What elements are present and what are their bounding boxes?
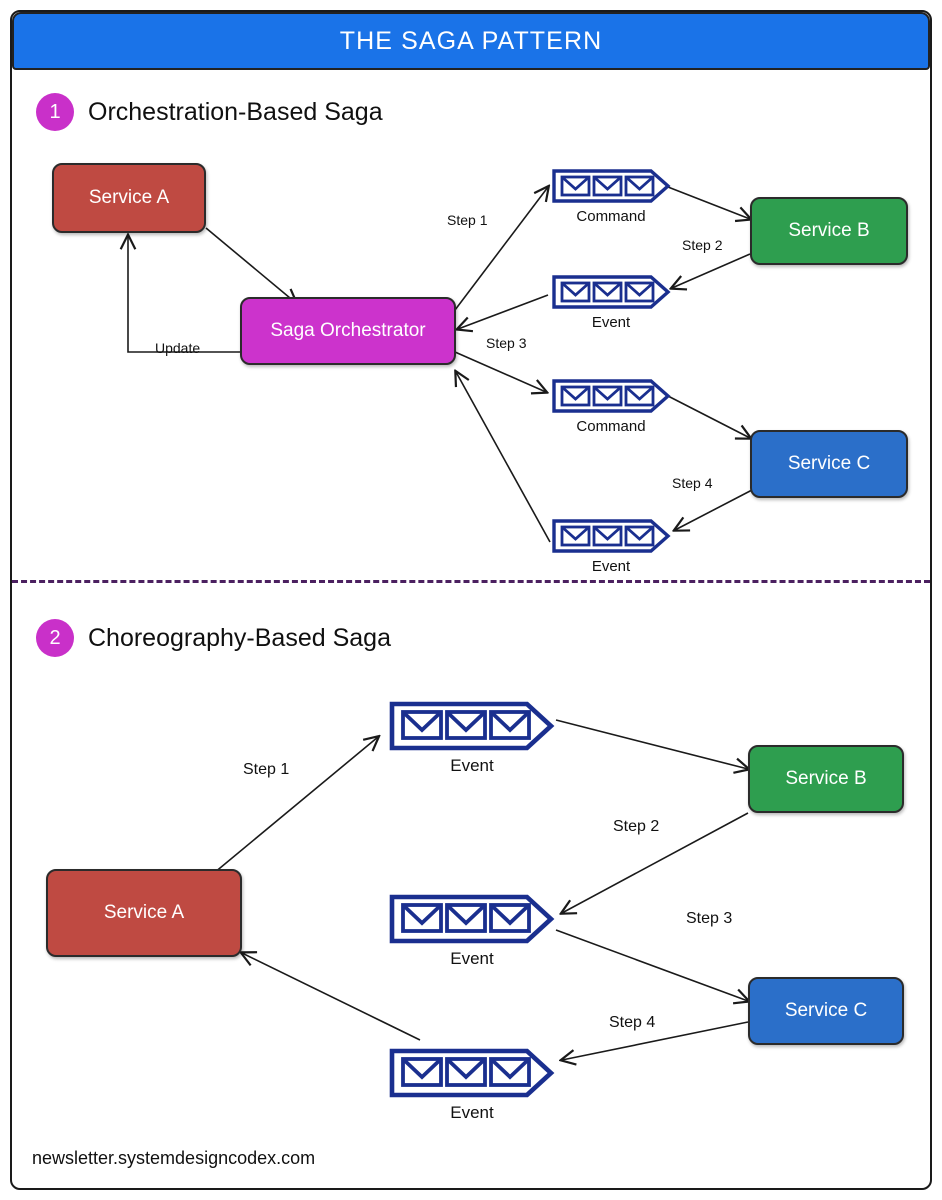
section-heading-orchestration: 1 Orchestration-Based Saga [36, 93, 383, 131]
node-label: Service C [787, 453, 871, 474]
section-number-badge-2: 2 [36, 619, 74, 657]
section-title-orchestration: Orchestration-Based Saga [88, 97, 383, 126]
edge-label-step-3: Step 3 [486, 335, 527, 351]
page-title: THE SAGA PATTERN [339, 26, 603, 55]
envelope-group-icon [552, 519, 671, 553]
message-label: Command [576, 208, 646, 225]
message-label: Event [450, 1103, 494, 1122]
node-service-b-choreography[interactable]: Service B [748, 745, 904, 813]
node-service-a-orchestration[interactable]: Service A [52, 163, 206, 233]
edge-label-step-2: Step 2 [682, 237, 723, 253]
message-command-2[interactable]: Command [551, 376, 671, 435]
node-label: Service A [103, 902, 185, 923]
message-event-choreography-3[interactable]: Event [388, 1045, 556, 1123]
section-number-badge-1: 1 [36, 93, 74, 131]
edge-label-choreography-step-4: Step 4 [609, 1014, 656, 1031]
envelope-group-icon [552, 169, 671, 203]
envelope-group-icon [389, 894, 555, 944]
edge-label-step-1: Step 1 [447, 212, 488, 228]
message-command-1[interactable]: Command [551, 166, 671, 225]
node-saga-orchestrator[interactable]: Saga Orchestrator [240, 297, 456, 365]
message-event-choreography-1[interactable]: Event [388, 698, 556, 776]
message-label: Event [450, 756, 494, 775]
footer-link[interactable]: newsletter.systemdesigncodex.com [32, 1148, 316, 1168]
message-label: Event [591, 314, 631, 331]
node-service-b-orchestration[interactable]: Service B [750, 197, 908, 265]
message-label: Command [576, 418, 646, 435]
header-bar: THE SAGA PATTERN [12, 12, 930, 70]
message-event-choreography-2[interactable]: Event [388, 891, 556, 969]
envelope-group-icon [389, 701, 555, 751]
edge-label-choreography-step-3: Step 3 [686, 910, 733, 927]
edge-label-step-4: Step 4 [672, 475, 713, 491]
node-label: Service A [88, 187, 170, 208]
section-divider [12, 580, 930, 583]
node-label: Service B [788, 220, 870, 241]
message-event-2[interactable]: Event [551, 516, 671, 575]
message-label: Event [450, 949, 494, 968]
edge-label-update: Update [155, 340, 201, 356]
node-service-c-choreography[interactable]: Service C [748, 977, 904, 1045]
message-event-1[interactable]: Event [551, 272, 671, 331]
node-label: Service B [785, 768, 867, 789]
section-title-choreography: Choreography-Based Saga [88, 623, 391, 652]
envelope-group-icon [552, 275, 671, 309]
section-heading-choreography: 2 Choreography-Based Saga [36, 619, 391, 657]
node-service-c-orchestration[interactable]: Service C [750, 430, 908, 498]
envelope-group-icon [552, 379, 671, 413]
envelope-group-icon [389, 1048, 555, 1098]
edge-label-choreography-step-1: Step 1 [243, 761, 290, 778]
node-label: Service C [784, 1000, 868, 1021]
message-label: Event [591, 558, 631, 575]
node-label: Saga Orchestrator [270, 320, 426, 341]
node-service-a-choreography[interactable]: Service A [46, 869, 242, 957]
edge-label-choreography-step-2: Step 2 [613, 818, 660, 835]
